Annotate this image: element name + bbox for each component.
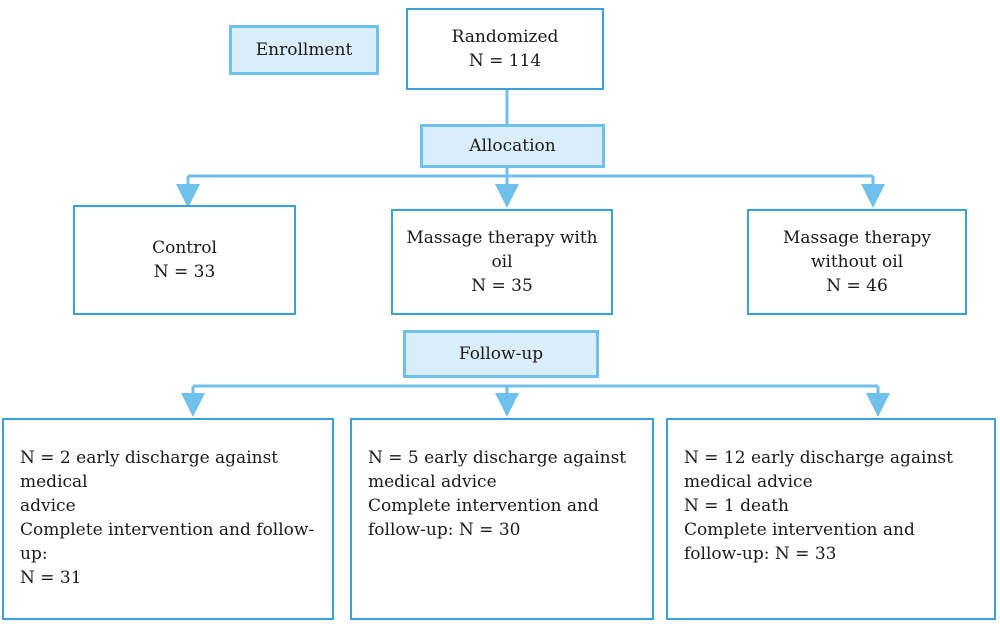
outcome-without-oil-line-3: N = 1 death [684,496,790,516]
group-without-oil-line-3: N = 46 [826,276,888,296]
stage-follow-up-label: Follow-up [458,344,544,364]
randomized-title: Randomized [451,27,559,47]
group-control-line-2: N = 33 [153,262,216,282]
outcome-control-line-2: advice [20,496,76,516]
outcome-box-without-oil: N = 12 early discharge against medical a… [666,418,996,620]
group-without-oil-line-2: without oil [810,252,904,272]
outcome-oil-line-2: medical advice [368,472,497,492]
group-box-with-oil: Massage therapy with oil N = 35 [391,209,613,315]
group-box-control: Control N = 33 [73,205,296,315]
stage-enrollment-label: Enrollment [255,40,353,60]
group-box-without-oil: Massage therapy without oil N = 46 [747,209,967,315]
outcome-control-line-1: N = 2 early discharge against medical [20,448,279,492]
group-without-oil-line-1: Massage therapy [782,228,932,248]
outcome-oil-line-1: N = 5 early discharge against [368,448,627,468]
stage-enrollment: Enrollment [229,25,379,75]
outcome-control-line-3: Complete intervention and follow-up: [20,520,315,564]
randomized-count: N = 114 [468,51,542,71]
group-oil-line-2: oil [491,252,513,272]
stage-allocation-label: Allocation [469,136,556,156]
group-control-line-1: Control [152,238,217,258]
group-oil-line-1: Massage therapy with [406,228,598,248]
randomized-box: Randomized N = 114 [406,8,604,90]
outcome-without-oil-line-2: medical advice [684,472,813,492]
outcome-control-line-4: N = 31 [20,568,82,588]
group-oil-line-3: N = 35 [471,276,533,296]
stage-follow-up: Follow-up [403,330,599,378]
outcome-oil-line-3: Complete intervention and [368,496,599,516]
outcome-oil-line-4: follow-up: N = 30 [368,520,521,540]
outcome-box-with-oil: N = 5 early discharge against medical ad… [350,418,654,620]
outcome-box-control: N = 2 early discharge against medical ad… [2,418,334,620]
outcome-without-oil-line-4: Complete intervention and [684,520,915,540]
outcome-without-oil-line-5: follow-up: N = 33 [684,544,837,564]
stage-allocation: Allocation [420,124,605,168]
outcome-without-oil-line-1: N = 12 early discharge against [684,448,953,468]
